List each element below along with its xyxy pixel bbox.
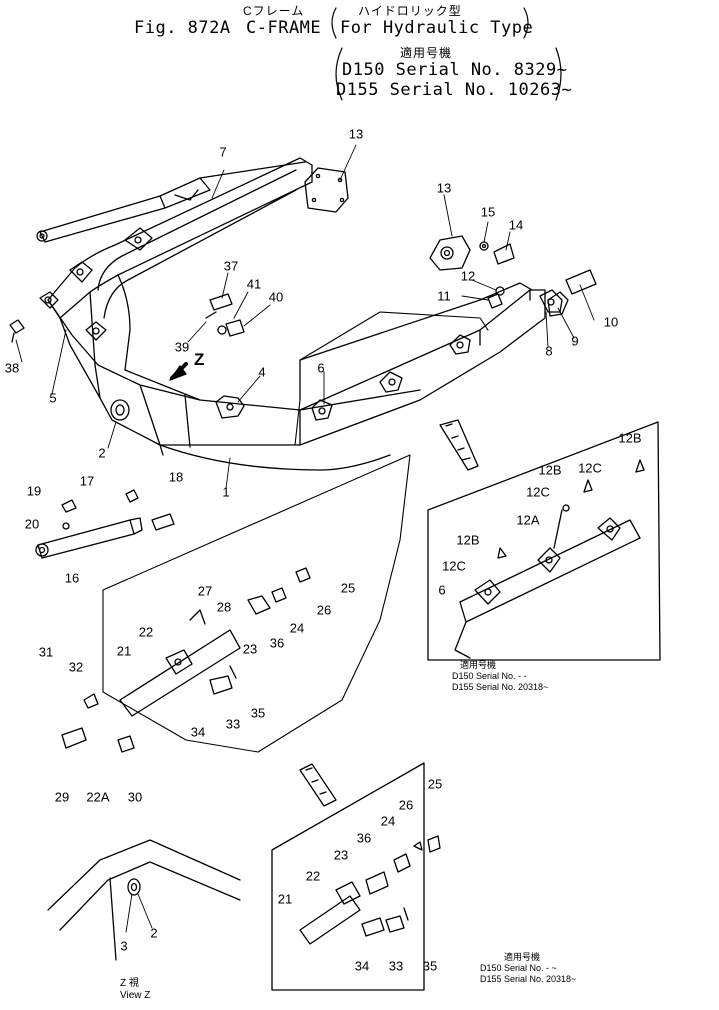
callout-12B-b: 12B bbox=[538, 462, 562, 478]
callout-37: 37 bbox=[223, 258, 239, 274]
callout-3: 3 bbox=[120, 938, 128, 954]
callout-15: 15 bbox=[480, 204, 496, 220]
callout-35: 35 bbox=[250, 705, 266, 721]
callout-35-inset: 35 bbox=[422, 958, 438, 974]
view-z-label-jp: Z 視 bbox=[120, 978, 139, 989]
callout-6-inset: 6 bbox=[438, 582, 446, 598]
callout-29: 29 bbox=[54, 789, 70, 805]
callout-41: 41 bbox=[246, 276, 262, 292]
callout-12: 12 bbox=[460, 268, 476, 284]
applicability-bottom-d150: D150 Serial No. - ~ bbox=[480, 963, 557, 973]
callout-5: 5 bbox=[49, 390, 57, 406]
applicability-mid-jp: 適用号機 bbox=[460, 660, 497, 670]
callout-22: 22 bbox=[138, 624, 154, 640]
applicability-bottom: 適用号機 D150 Serial No. - ~ D155 Serial No.… bbox=[480, 952, 576, 985]
applicability-bottom-jp: 適用号機 bbox=[504, 952, 541, 962]
right-end-parts bbox=[429, 235, 597, 317]
callout-9: 9 bbox=[571, 333, 579, 349]
callout-23: 23 bbox=[242, 641, 258, 657]
callout-14: 14 bbox=[508, 217, 524, 233]
callout-36-inset: 36 bbox=[356, 830, 372, 846]
applicability-mid-d150: D150 Serial No. - - bbox=[452, 671, 527, 681]
callout-12C-a: 12C bbox=[578, 460, 602, 476]
callout-34: 34 bbox=[190, 724, 206, 740]
callout-2: 2 bbox=[98, 445, 106, 461]
callout-1: 1 bbox=[222, 484, 230, 500]
callout-7: 7 bbox=[219, 144, 227, 160]
callout-24: 24 bbox=[289, 620, 305, 636]
callout-12C-b: 12C bbox=[526, 484, 550, 500]
callout-11: 11 bbox=[437, 288, 451, 304]
callout-4: 4 bbox=[258, 364, 266, 380]
callout-16: 16 bbox=[64, 570, 80, 586]
callout-30: 30 bbox=[127, 789, 143, 805]
callout-13-left: 13 bbox=[348, 126, 364, 142]
callout-12B-c: 12B bbox=[456, 532, 480, 548]
figure-subtitle: For Hydraulic Type bbox=[340, 18, 534, 38]
callout-31: 31 bbox=[38, 644, 54, 660]
serial-line-d150: D150 Serial No. 8329~ bbox=[342, 60, 568, 80]
callout-25-inset: 25 bbox=[427, 776, 443, 792]
callout-20: 20 bbox=[24, 516, 40, 532]
figure-title: C-FRAME bbox=[246, 18, 322, 38]
callout-33: 33 bbox=[225, 716, 241, 732]
view-z-sketch bbox=[47, 839, 241, 961]
callout-26: 26 bbox=[316, 602, 332, 618]
callout-34-inset: 34 bbox=[354, 958, 370, 974]
callout-24-inset: 24 bbox=[380, 813, 396, 829]
applicability-mid-d155: D155 Serial No. 20318~ bbox=[452, 682, 549, 692]
applicability-bottom-d155: D155 Serial No. 20318~ bbox=[480, 974, 577, 984]
callout-8: 8 bbox=[545, 343, 553, 359]
callout-12C-c: 12C bbox=[442, 558, 466, 574]
applicability-mid: 適用号機 D150 Serial No. - - D155 Serial No.… bbox=[452, 660, 548, 693]
callout-21-inset: 21 bbox=[277, 891, 293, 907]
callout-6: 6 bbox=[317, 360, 325, 376]
callout-18: 18 bbox=[168, 469, 184, 485]
callout-38: 38 bbox=[4, 360, 20, 376]
figure-label: Fig. 872A bbox=[134, 18, 231, 38]
view-z-label: Z 視 View Z bbox=[120, 978, 150, 1002]
callout-36: 36 bbox=[269, 635, 285, 651]
view-z-marker: Z bbox=[194, 350, 205, 369]
callout-13-right: 13 bbox=[436, 180, 452, 196]
serial-line-d155: D155 Serial No. 10263~ bbox=[336, 80, 573, 100]
callout-12B-a: 12B bbox=[618, 430, 642, 446]
inset-box-bottom-right bbox=[271, 762, 441, 991]
callout-39: 39 bbox=[174, 339, 190, 355]
header-applicability-jp: 適用号機 bbox=[400, 46, 453, 60]
callout-32: 32 bbox=[68, 659, 84, 675]
callout-23-inset: 23 bbox=[333, 847, 349, 863]
callout-19: 19 bbox=[26, 483, 42, 499]
header-brackets bbox=[331, 7, 562, 101]
pin-parts bbox=[205, 293, 245, 337]
header-jp-title: Cフレーム bbox=[243, 4, 305, 18]
callout-40: 40 bbox=[268, 289, 284, 305]
leader-lines bbox=[15, 144, 595, 933]
callout-21: 21 bbox=[116, 643, 132, 659]
c-frame-main bbox=[9, 157, 563, 471]
callout-2-viewz: 2 bbox=[150, 925, 158, 941]
header-jp-subtitle: ハイドロリック型 bbox=[358, 4, 462, 18]
view-z-label-en: View Z bbox=[120, 990, 151, 1001]
callout-25: 25 bbox=[340, 580, 356, 596]
rail-detail-outline bbox=[294, 311, 489, 446]
callout-28: 28 bbox=[216, 599, 232, 615]
callout-33-inset: 33 bbox=[388, 958, 404, 974]
callout-17: 17 bbox=[79, 473, 95, 489]
callout-22-inset: 22 bbox=[305, 868, 321, 884]
inset-box-mid-right bbox=[427, 421, 661, 661]
callout-22A: 22A bbox=[86, 789, 110, 805]
callout-12A: 12A bbox=[516, 512, 540, 528]
cylinder-16 bbox=[35, 489, 175, 559]
hatched-arrows bbox=[299, 419, 479, 807]
assembly-box-center bbox=[61, 454, 411, 753]
callout-27: 27 bbox=[197, 583, 213, 599]
callout-26-inset: 26 bbox=[398, 797, 414, 813]
callout-10: 10 bbox=[603, 314, 619, 330]
